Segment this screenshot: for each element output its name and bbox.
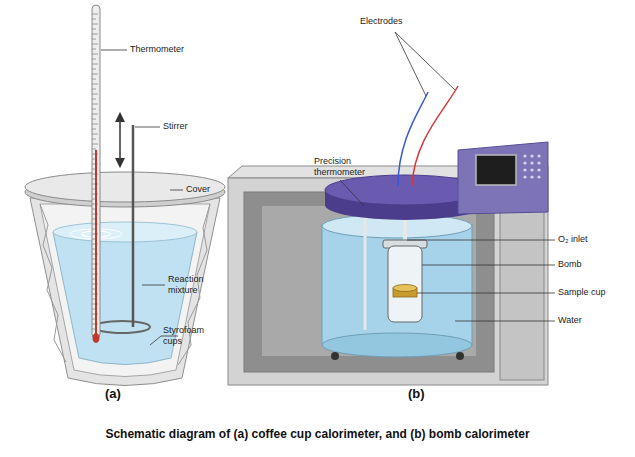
bomb xyxy=(388,246,422,322)
scale-tick xyxy=(92,54,98,55)
scale-tick xyxy=(92,109,96,110)
scale-tick xyxy=(92,129,96,130)
part-label: Styrofoam cups xyxy=(163,325,217,347)
stirrer-motion-arrow xyxy=(119,114,121,166)
part-label: Reaction mixture xyxy=(168,274,216,296)
scale-tick xyxy=(92,99,96,100)
container-bottom xyxy=(322,333,472,357)
scale-tick xyxy=(92,59,96,60)
scale-tick xyxy=(92,89,96,90)
scale-tick xyxy=(92,114,98,115)
part-label: Sample cup xyxy=(558,287,633,298)
scale-tick xyxy=(92,14,98,15)
scale-tick xyxy=(92,79,96,80)
instrument-stand xyxy=(500,205,544,380)
leader-line xyxy=(395,32,455,90)
part-label: Water xyxy=(558,315,633,326)
thermometer-tube xyxy=(92,5,100,338)
part-label: Stirrer xyxy=(163,121,223,132)
leader-line xyxy=(395,32,426,96)
scale-tick xyxy=(92,139,96,140)
foot xyxy=(456,352,464,360)
figure-caption: Schematic diagram of (a) coffee cup calo… xyxy=(0,427,635,441)
scale-tick xyxy=(92,124,98,125)
scale-tick xyxy=(92,149,96,150)
leader-line xyxy=(422,265,555,266)
stirrer-rod xyxy=(132,125,135,327)
leader-line xyxy=(455,321,555,322)
part-label: Cover xyxy=(186,184,226,195)
precision-thermometer xyxy=(364,200,367,330)
scale-tick xyxy=(92,24,98,25)
scale-tick xyxy=(92,29,96,30)
scale-tick xyxy=(92,19,96,20)
scale-tick xyxy=(92,39,96,40)
coffee-cup-calorimeter xyxy=(25,5,225,386)
bomb-calorimeter xyxy=(228,32,555,385)
part-label: Precision thermometer xyxy=(314,156,374,178)
scale-tick xyxy=(92,34,98,35)
part-label: Thermometer xyxy=(130,44,210,55)
figure-label: (b) xyxy=(408,386,438,401)
sample-cup-rim xyxy=(393,285,417,292)
scale-tick xyxy=(92,49,96,50)
scale-tick xyxy=(92,94,98,95)
controller-body xyxy=(458,142,548,214)
leader-line xyxy=(340,180,364,206)
leader-line xyxy=(417,293,555,294)
box-cavity xyxy=(244,192,494,372)
stirrer-ring xyxy=(94,321,150,333)
controller-buttons xyxy=(523,154,540,178)
scale-tick xyxy=(92,134,98,135)
figure-label: (a) xyxy=(105,386,135,401)
controller-screen xyxy=(476,155,516,185)
thermometer-bulb xyxy=(93,333,100,343)
electrode-wire xyxy=(412,86,458,186)
outer-cup xyxy=(30,198,220,386)
water-container xyxy=(322,225,472,345)
scale-tick xyxy=(92,84,98,85)
scale-tick xyxy=(92,64,98,65)
part-label: Electrodes xyxy=(360,16,430,27)
scale-tick xyxy=(92,69,96,70)
cover xyxy=(25,172,225,202)
part-label: O₂ inlet xyxy=(558,234,633,245)
scale-tick xyxy=(92,44,98,45)
leader-line xyxy=(101,50,127,51)
liquid-surface xyxy=(53,222,197,242)
part-label: Bomb xyxy=(558,259,633,270)
leader-line xyxy=(170,190,183,191)
foot xyxy=(331,352,339,360)
leader-line xyxy=(135,127,160,128)
leader-line xyxy=(150,336,161,345)
scale-tick xyxy=(92,74,98,75)
thermometer-column xyxy=(95,150,97,336)
leader-line xyxy=(407,240,555,241)
scale-tick xyxy=(92,144,98,145)
scale-tick xyxy=(92,119,96,120)
scale-tick xyxy=(92,104,98,105)
cavity-back-wall xyxy=(262,206,476,356)
leader-line xyxy=(142,285,165,286)
